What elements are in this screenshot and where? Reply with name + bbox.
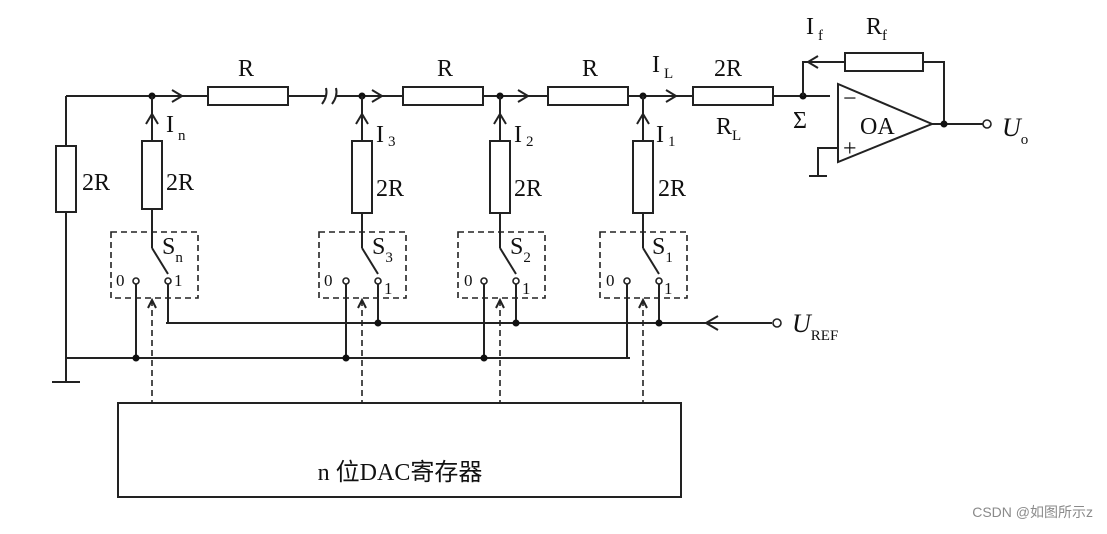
branch-2-pos1: 1 (522, 279, 531, 298)
ladder-resistor-2 (402, 86, 484, 106)
reference-label: UREF (792, 309, 838, 344)
rail-arrow-left (171, 89, 184, 103)
dac-register-label: n 位DAC寄存器 (318, 459, 483, 486)
load-resistor-name: RL (716, 114, 741, 144)
terminal-resistor-label: 2R (82, 170, 110, 196)
reference-arrow (704, 315, 719, 331)
dac-register-box (117, 402, 682, 498)
load-resistor-value: 2R (714, 56, 742, 82)
load-arrow (665, 89, 678, 103)
opamp-plus: + (843, 136, 857, 162)
opamp-triangle (837, 82, 935, 164)
feedback-resistor (844, 52, 924, 72)
branch-2 (457, 92, 546, 402)
branch-3-resistor: 2R (376, 176, 404, 202)
branch-1-switch: S1 (652, 234, 673, 266)
branch-3-pos0: 0 (324, 271, 333, 290)
branch-n-switch: Sn (162, 234, 183, 266)
ladder-resistor-2-label: R (437, 56, 453, 82)
output-label: Uo (1002, 113, 1028, 148)
watermark: CSDN @如图所示z (972, 504, 1093, 520)
branch-1 (599, 92, 688, 402)
terminal-resistor (55, 145, 77, 213)
ladder-resistor-3 (547, 86, 629, 106)
feedback-arrow (806, 55, 819, 69)
opamp-minus: − (843, 86, 857, 112)
branch-n-pos0: 0 (116, 271, 125, 290)
branch-1-pos0: 0 (606, 271, 615, 290)
branch-1-resistor: 2R (658, 176, 686, 202)
ladder-resistor-1-label: R (238, 56, 254, 82)
ladder-resistor-3-label: R (582, 56, 598, 82)
branch-n-resistor: 2R (166, 170, 194, 196)
branch-2-resistor: 2R (514, 176, 542, 202)
output-terminal (982, 119, 992, 129)
load-resistor (692, 86, 774, 106)
reference-terminal (772, 318, 782, 328)
branch-3-pos1: 1 (384, 279, 393, 298)
branch-2-pos0: 0 (464, 271, 473, 290)
ladder-resistor-1 (207, 86, 289, 106)
summing-node-label: Σ (793, 108, 807, 134)
branch-2-switch: S2 (510, 234, 531, 266)
branch-n-pos1: 1 (174, 271, 183, 290)
branch-3 (318, 92, 407, 402)
rail-arrow-right (517, 89, 530, 103)
opamp-label: OA (860, 114, 895, 140)
branch-n (110, 92, 199, 402)
feedback-resistor-label: Rf (866, 14, 887, 44)
branch-3-switch: S3 (372, 234, 393, 266)
rail-arrow-mid (371, 89, 384, 103)
branch-1-pos1: 1 (664, 279, 673, 298)
